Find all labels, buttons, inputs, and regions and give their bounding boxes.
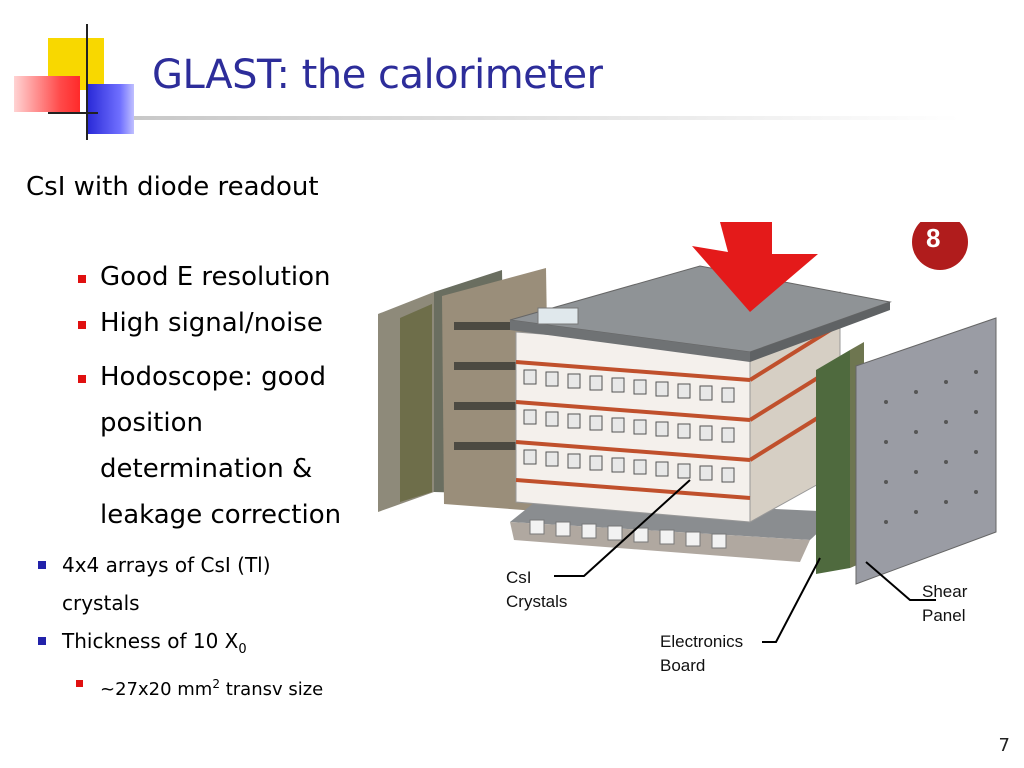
panel-label-line: Panel [922, 606, 966, 625]
red-square-bullet-icon [78, 375, 86, 383]
bullet-text-line: position [100, 408, 203, 438]
red-square-bullet-icon [78, 275, 86, 283]
crystals-label-line: Crystals [506, 592, 568, 611]
shear-leader-line [865, 561, 936, 601]
bullet-text: High signal/noise [100, 308, 323, 338]
bullet-text-line: determination & [100, 454, 313, 484]
bullet-text-line: leakage correction [100, 500, 342, 530]
shear-label-line: Shear [922, 582, 968, 601]
list-item: Good E resolution [76, 254, 376, 300]
logo-vertical-line [86, 24, 88, 140]
bullet-text-line: Hodoscope: good [100, 362, 326, 392]
number-badge-icon [912, 214, 968, 270]
bullet-text: ~27x20 mm [100, 679, 213, 700]
board-label-line: Board [660, 656, 706, 675]
electronics-label-line: Electronics [660, 632, 744, 651]
calorimeter-illustration: 8 CsI Crystals Electronics Board Shear P… [370, 214, 1024, 682]
blue-square-bullet-icon [38, 637, 46, 645]
primary-bullet-list: Good E resolution High signal/noise Hodo… [76, 254, 376, 538]
bullet-text-line: crystals [62, 591, 140, 615]
electronics-board-label: Electronics Board [660, 630, 743, 678]
shear-panel-graphic [855, 317, 997, 585]
calorimeter-drawing [378, 214, 997, 643]
list-item: High signal/noise [76, 300, 376, 354]
badge-number: 8 [926, 223, 941, 253]
page-number: 7 [998, 735, 1010, 756]
blue-square-bullet-icon [38, 561, 46, 569]
red-square-bullet-icon [76, 680, 83, 687]
csi-label-line: CsI [506, 568, 532, 587]
superscript-two: 2 [212, 677, 220, 691]
list-item: Hodoscope: good position determination &… [76, 354, 376, 538]
secondary-bullet-list: 4x4 arrays of CsI (Tl) crystals Thicknes… [38, 546, 378, 709]
subscript-zero: 0 [238, 642, 247, 657]
crystal-stack-graphic [509, 265, 892, 523]
red-arrow-icon [692, 222, 818, 312]
bullet-text: Thickness of 10 X [62, 629, 239, 653]
bullet-text-line: 4x4 arrays of CsI (Tl) [62, 553, 271, 577]
csi-leader-line [554, 479, 691, 577]
list-item: 4x4 arrays of CsI (Tl) crystals [38, 546, 378, 622]
sub-list-item: ~27x20 mm2 transv size [38, 665, 378, 709]
logo-red-bar [14, 76, 80, 112]
bullet-text: Good E resolution [100, 262, 331, 292]
logo-horizontal-line [48, 112, 98, 114]
logo-blue-square [88, 84, 134, 134]
bullet-text-suffix: transv size [219, 679, 324, 700]
shear-panel-label: Shear Panel [922, 580, 967, 628]
electronics-leader-line [762, 557, 821, 643]
title-underline [134, 116, 960, 120]
list-item: Thickness of 10 X0 [38, 622, 378, 669]
red-square-bullet-icon [78, 321, 86, 329]
slide-title: GLAST: the calorimeter [152, 52, 603, 98]
slide-subtitle: CsI with diode readout [26, 172, 319, 202]
csi-crystals-label: CsI Crystals [506, 566, 567, 614]
